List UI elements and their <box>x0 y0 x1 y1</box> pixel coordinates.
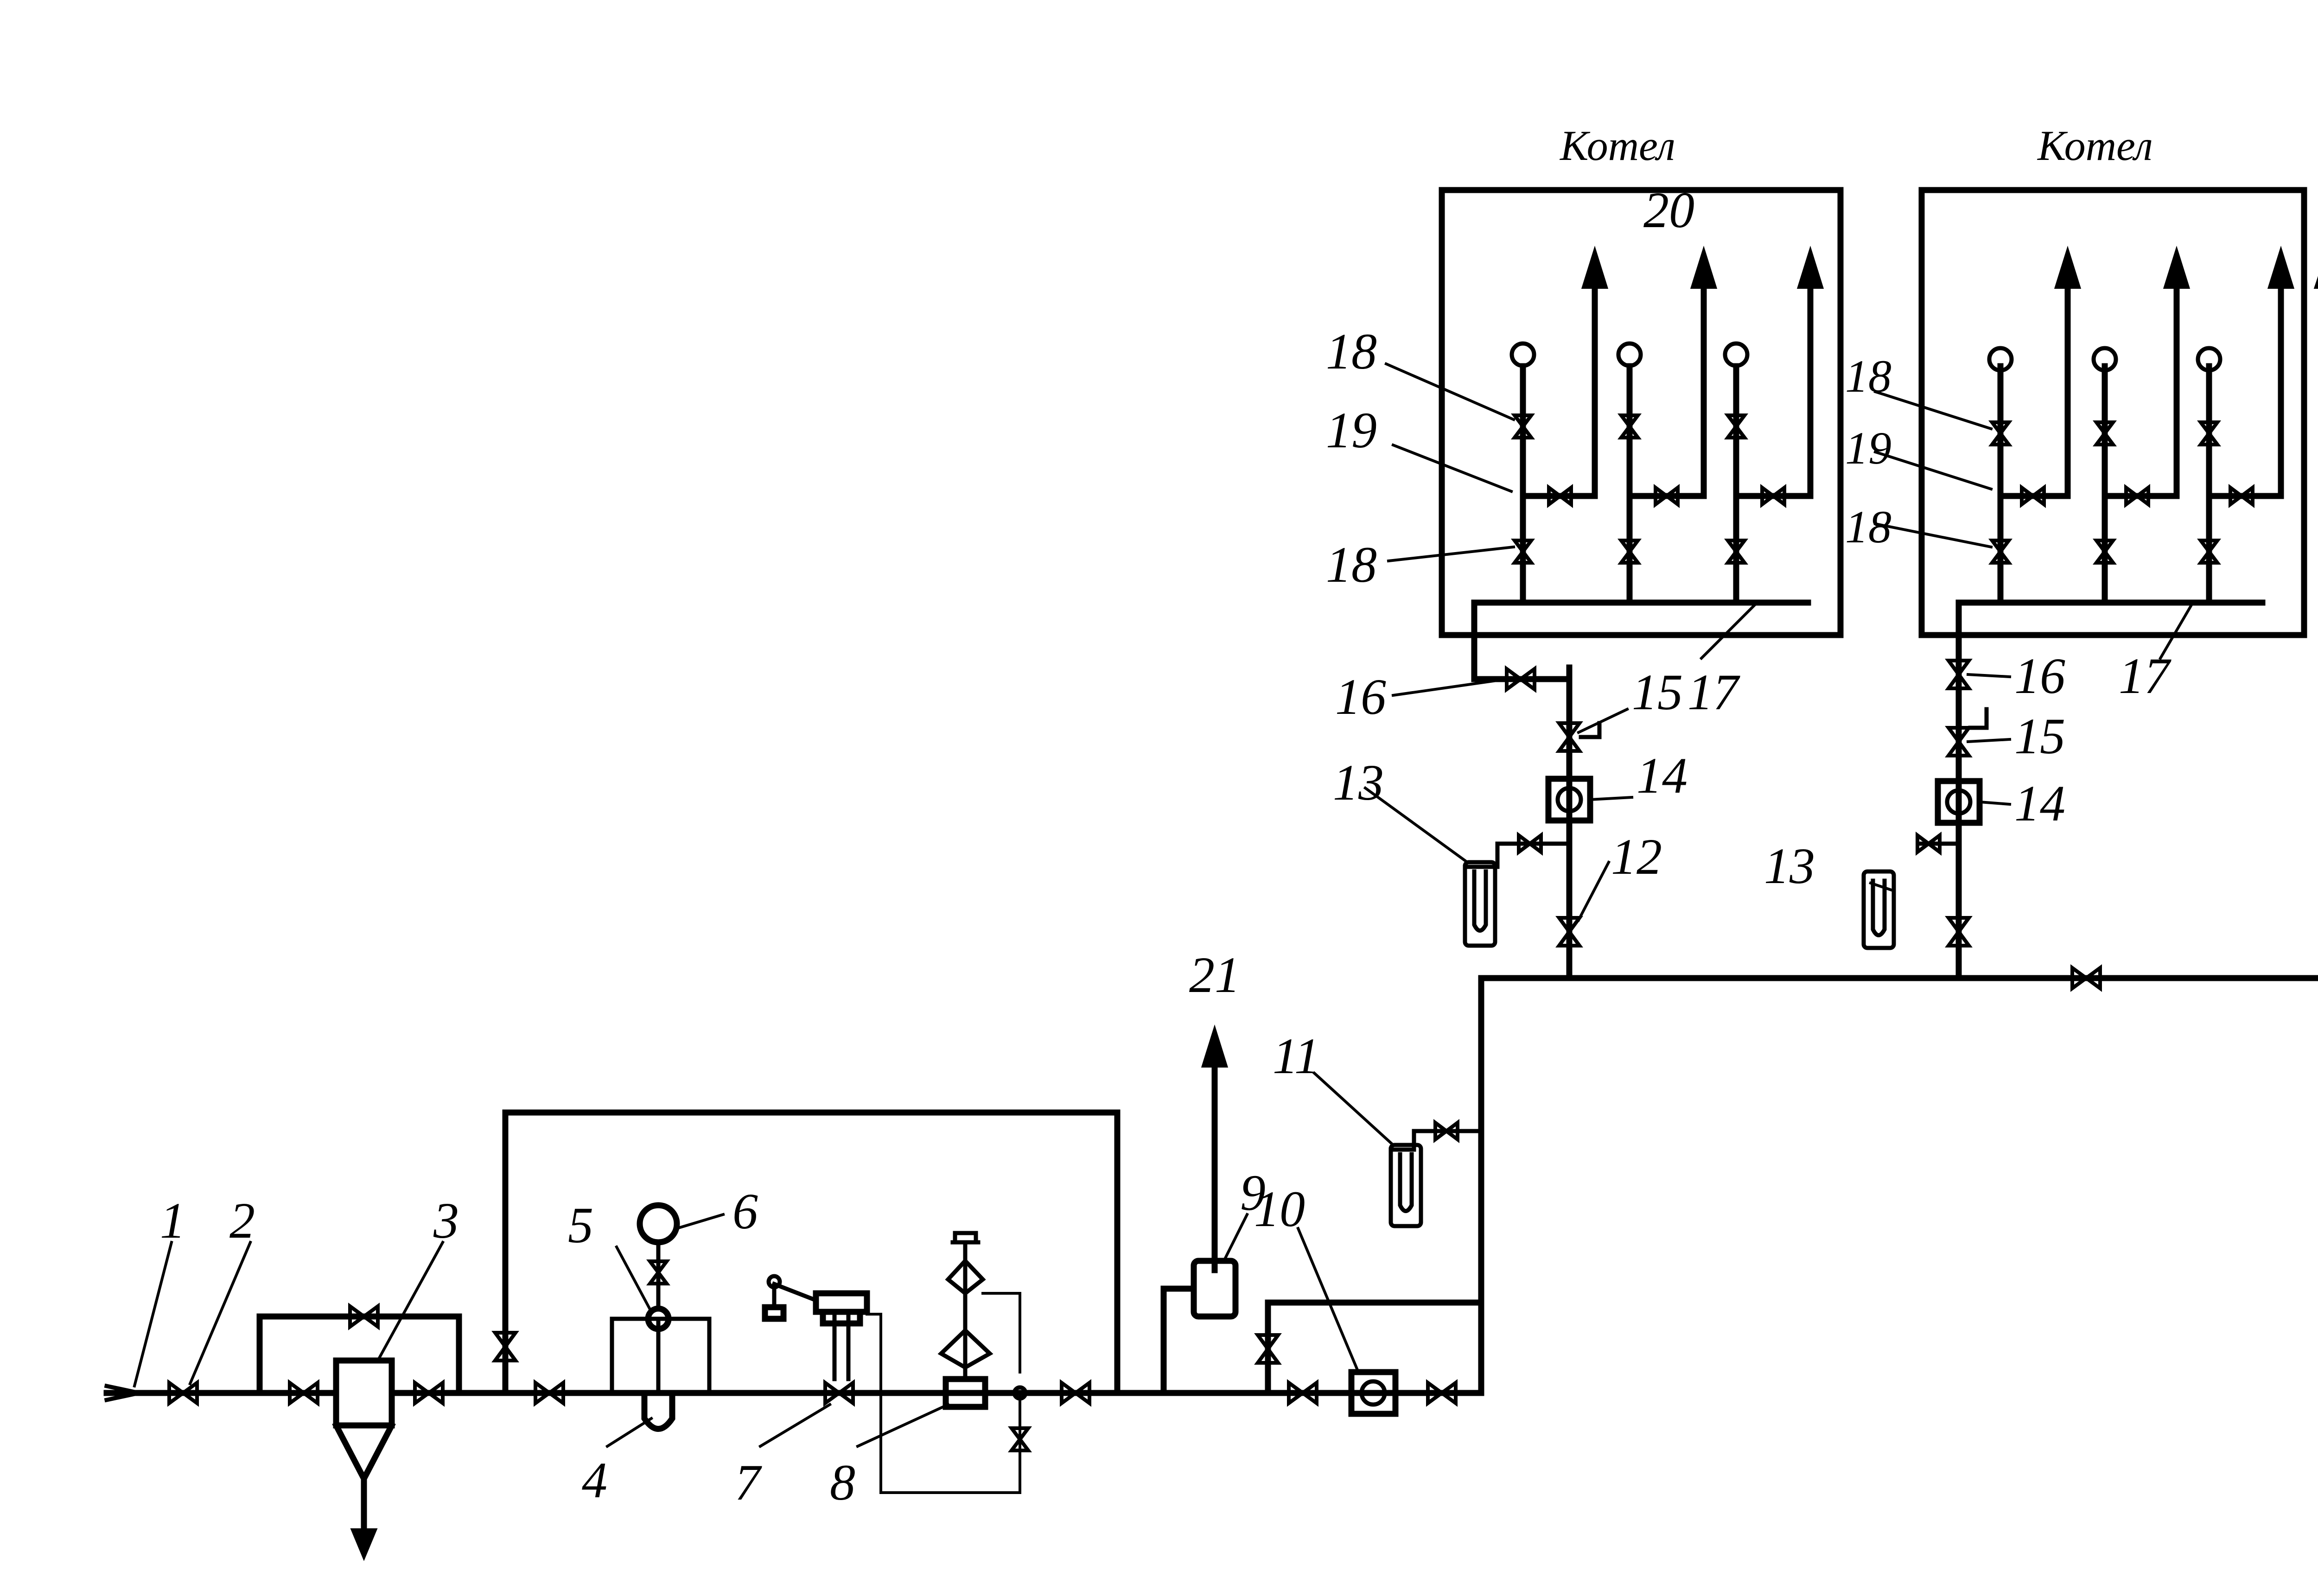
label-16-b: 16 <box>2014 648 2065 704</box>
label-8: 8 <box>830 1454 855 1511</box>
outlet-arrow <box>2313 276 2318 289</box>
pressure-tee-5 <box>645 1240 672 1332</box>
label-15-a: 15 <box>1632 664 1683 720</box>
label-18-b: 18 <box>1326 536 1377 593</box>
label-1: 1 <box>160 1192 185 1249</box>
label-16-a: 16 <box>1335 668 1386 725</box>
boiler-2-branch <box>1955 599 2266 981</box>
label-13-b: 13 <box>1764 838 1815 894</box>
label-18-d: 18 <box>1845 501 1891 553</box>
label-4: 4 <box>582 1452 607 1508</box>
valve-15-b[interactable] <box>1949 707 1989 756</box>
u-manometer-13-a <box>1463 841 1572 948</box>
safety-shutoff-valve-7[interactable] <box>762 1274 1021 1494</box>
gas-meter-10 <box>1348 1369 1399 1417</box>
label-13-a: 13 <box>1333 754 1384 811</box>
boiler-title-2: Котел <box>2037 122 2153 169</box>
leader-lines <box>133 362 2195 1449</box>
valve-15-a[interactable] <box>1559 721 1602 751</box>
label-7: 7 <box>735 1454 762 1511</box>
boiler-title-1: Котел <box>1559 122 1675 169</box>
label-14-a: 14 <box>1637 747 1688 804</box>
u-manometer-13-b <box>1861 841 1961 950</box>
boiler-titles: Котел Котел <box>1559 122 2153 169</box>
label-10: 10 <box>1254 1181 1305 1237</box>
label-2: 2 <box>229 1192 255 1249</box>
boiler-2-burners <box>1987 245 2295 606</box>
label-18-a: 18 <box>1326 323 1377 380</box>
relief-valve-9 <box>1191 1024 1239 1320</box>
label-15-b: 15 <box>2014 708 2065 764</box>
boiler-1-burners <box>1509 245 1824 606</box>
label-18-c: 18 <box>1845 350 1891 402</box>
condensate-trap-4 <box>610 1316 712 1432</box>
component-labels: 1 2 3 4 5 6 7 8 9 10 11 21 12 13 14 15 1… <box>160 182 2172 1511</box>
label-6: 6 <box>732 1183 758 1240</box>
label-17-b: 17 <box>2119 648 2172 704</box>
label-19-b: 19 <box>1845 422 1891 474</box>
label-12: 12 <box>1611 828 1662 885</box>
label-17-a: 17 <box>1688 664 1740 720</box>
manometer-6 <box>637 1202 680 1246</box>
boiler-frame-1 <box>1439 187 1844 638</box>
label-9: 9 <box>1240 1164 1266 1221</box>
label-11: 11 <box>1273 1028 1320 1084</box>
u-manometer-11 <box>1388 1129 1484 1228</box>
boiler-frame-2 <box>1918 187 2307 638</box>
filter-3 <box>332 1357 396 1561</box>
boiler-1-burner-valves[interactable] <box>1515 415 1784 563</box>
pressure-regulator-8 <box>937 1231 1028 1410</box>
boiler-2-burner-valves[interactable] <box>1992 422 2253 563</box>
label-20: 20 <box>1643 182 1694 238</box>
label-14-b: 14 <box>2014 775 2065 832</box>
label-21: 21 <box>1189 947 1240 1003</box>
label-3: 3 <box>433 1192 459 1249</box>
label-5: 5 <box>568 1197 593 1253</box>
label-19-a: 19 <box>1326 402 1377 458</box>
